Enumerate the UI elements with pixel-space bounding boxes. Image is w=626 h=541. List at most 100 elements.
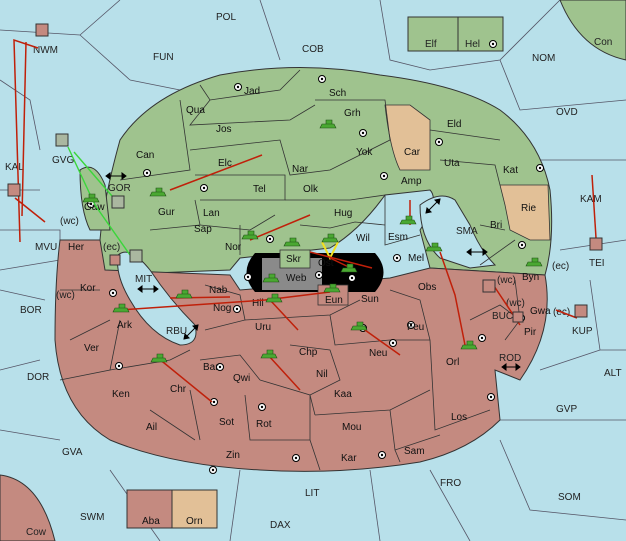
order-arrow [249,214,311,241]
province-label-skr: Skr [286,254,302,265]
tank-icon [150,353,168,363]
fleet-icon [482,279,496,293]
tank-icon [260,349,278,359]
province-label-sot: Sot [219,417,234,428]
province-orn [171,489,218,529]
supply-center-dot [350,276,354,280]
tank-icon [283,237,301,247]
province-label-gur: Gur [158,207,175,218]
province-label-uta: Uta [444,158,460,169]
province-label-jad: Jad [244,86,260,97]
order-arrow [591,174,597,239]
province-label-orl: Orl [446,357,459,368]
strait-marker-sma [466,248,488,256]
order-arrows [13,38,597,403]
supply-centers [87,40,544,474]
province-label-bri: Bri [490,220,502,231]
province-aba [126,489,173,529]
tank-icon [525,257,543,267]
sea-label-buc: BUC [492,311,513,322]
tank-icon [82,193,100,203]
supply-center-dot [111,291,115,295]
province-label-ost: Ost [318,258,334,269]
sea-label-alt: ALT [604,368,622,379]
fleet-icon [129,249,143,263]
province-car [384,104,431,171]
supply-center-dot [246,275,250,279]
province-label-pir: Pir [524,327,537,338]
sea-label-wc-gaw: (wc) [60,216,79,227]
sea-label-pol: POL [216,12,236,23]
tank-icon [112,303,130,313]
supply-center-dot [145,171,149,175]
fleet-icon [7,183,21,197]
sea-label-fro: FRO [440,478,461,489]
sea-label-dor: DOR [27,372,49,383]
province-label-rot: Rot [256,419,272,430]
province-label-her: Her [68,242,85,253]
strait-marker-gor [105,172,127,180]
sea-label-hel: Hel [465,39,480,50]
support-line-gvg [67,146,131,256]
sea-label-con: Con [594,37,612,48]
sea-label-wc-pir: (wc) [506,298,525,309]
province-borders [59,69,521,471]
tank-icon [265,293,283,303]
sea-label-wc-kor: (wc) [56,290,75,301]
sea-label-mit: MIT [135,274,152,285]
fleet-units [7,23,603,323]
province-label-kat: Kat [503,165,518,176]
province-label-gwa: Gwa [530,306,551,317]
supply-center-dot [382,174,386,178]
province-label-nab: Nab [209,285,228,296]
province-label-jos: Jos [216,124,232,135]
order-arrow [555,309,578,319]
sea-labels: POL COB FUN NOM OVD NWM KAL GVG GOR MVU … [5,12,622,538]
tank-icon [175,289,193,299]
tank-icon [262,273,280,283]
sea-label-rod: ROD [499,353,521,364]
province-label-ail: Ail [146,422,157,433]
province-label-neu: Neu [369,348,387,359]
province-label-hil: Hil [252,298,264,309]
sea-label-fun: FUN [153,52,174,63]
supply-center-dot [391,341,395,345]
province-label-eld: Eld [447,119,461,130]
supply-center-dot [317,273,321,277]
province-label-chr: Chr [170,384,187,395]
province-label-nil: Nil [316,369,328,380]
sea-label-rbu: RBU [166,326,187,337]
province-label-sun: Sun [361,294,379,305]
province-label-byn: Byn [522,272,539,283]
strait-marker-esm [425,198,441,214]
supply-center-dot [117,364,121,368]
supply-center-dot [361,131,365,135]
strait-marker-rod [501,363,521,371]
sea-label-swm: SWM [80,512,104,523]
supply-center-dot [480,336,484,340]
sea-label-elf: Elf [425,39,437,50]
province-label-nor: Nor [225,242,242,253]
strait-markers [105,172,521,371]
province-label-los: Los [451,412,467,423]
province-label-ken: Ken [112,389,130,400]
order-arrow [439,251,466,346]
sea-label-cow: Cow [26,527,47,538]
channel-mit-rbu [117,251,197,346]
sea-label-kup: KUP [572,326,593,337]
green-units [82,119,543,363]
supply-center-dot [294,456,298,460]
sea-label-ec-byn: (ec) [552,261,569,272]
province-label-lan: Lan [203,208,220,219]
province-label-nog: Nog [213,303,231,314]
order-arrow [267,354,301,391]
province-label-yok: Yok [356,147,373,158]
sea-label-tei: TEI [589,258,605,269]
province-label-eun: Eun [325,295,343,306]
supply-center-dot [212,400,216,404]
province-label-hug: Hug [334,208,352,219]
province-label-wil: Wil [356,233,370,244]
support-line-gaw [73,151,119,204]
province-label-esm: Esm [388,232,408,243]
